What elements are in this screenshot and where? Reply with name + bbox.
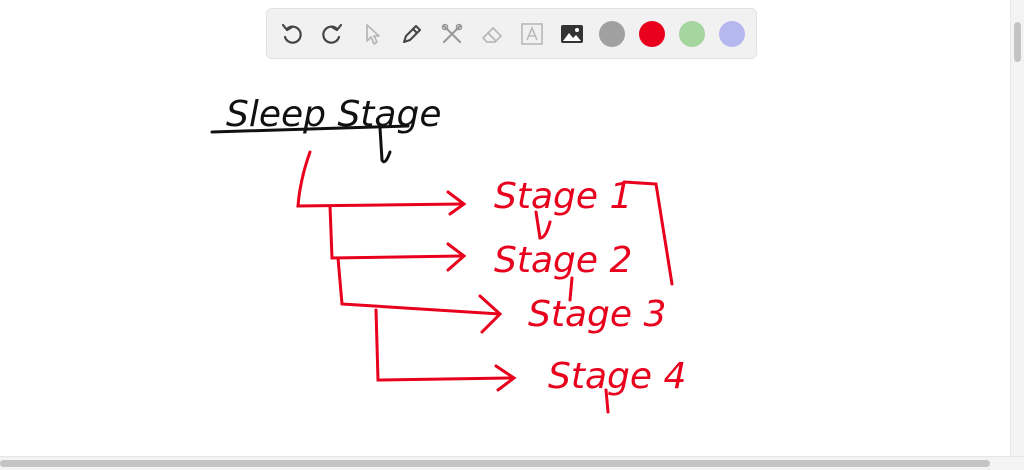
arrowhead-4 <box>494 364 517 392</box>
image-icon[interactable] <box>557 19 587 49</box>
branch-line-3 <box>336 256 502 316</box>
arrowhead-3 <box>478 294 503 334</box>
heading-descender <box>378 126 392 164</box>
stage-4-descender <box>604 388 610 414</box>
vertical-scrollbar[interactable] <box>1010 0 1024 456</box>
branch-line-1 <box>296 150 464 208</box>
stage-label-4: Stage 4 <box>548 356 686 397</box>
handwriting-layer: Sleep Stage Stage 1 Stage 2 Stage 3 Stag… <box>210 94 686 414</box>
pen-icon[interactable] <box>397 19 427 49</box>
arrowhead-1 <box>446 190 467 216</box>
select-icon[interactable] <box>357 19 387 49</box>
branch-line-2 <box>328 204 464 260</box>
text-icon[interactable] <box>517 19 547 49</box>
arrowhead-2 <box>446 242 467 272</box>
color-red-swatch[interactable] <box>639 21 665 47</box>
stage-label-2: Stage 2 <box>494 240 632 281</box>
branch-line-4 <box>374 308 514 382</box>
stage-label-3: Stage 3 <box>528 294 666 335</box>
eraser-icon[interactable] <box>477 19 507 49</box>
redo-icon[interactable] <box>317 19 347 49</box>
color-gray-swatch[interactable] <box>599 21 625 47</box>
horizontal-scrollbar[interactable] <box>0 456 1024 470</box>
color-blue-swatch[interactable] <box>719 21 745 47</box>
stage-2-descender <box>568 276 574 302</box>
stage-label-1: Stage 1 <box>494 176 632 217</box>
tools-icon[interactable] <box>437 19 467 49</box>
stage-1-descender <box>534 210 552 240</box>
undo-icon[interactable] <box>277 19 307 49</box>
bracket-stroke <box>622 180 674 286</box>
vertical-scroll-thumb[interactable] <box>1014 22 1021 62</box>
drawing-toolbar <box>266 8 757 59</box>
whiteboard-canvas[interactable]: Sleep Stage Stage 1 Stage 2 Stage 3 Stag… <box>0 0 1010 456</box>
heading-underline <box>210 124 410 134</box>
color-green-swatch[interactable] <box>679 21 705 47</box>
horizontal-scroll-thumb[interactable] <box>0 460 990 467</box>
